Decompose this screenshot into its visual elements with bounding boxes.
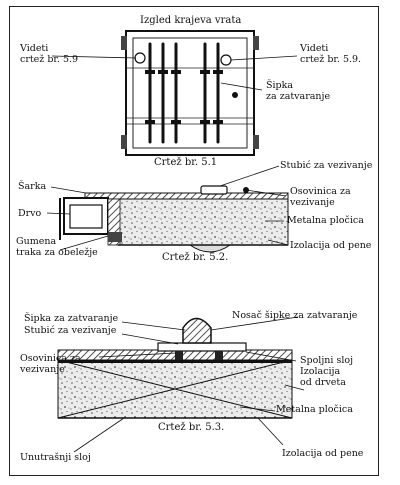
fig1-label-see-left: Videti — [20, 43, 49, 54]
fig3-label-metal-plate: Metalna pločica — [276, 404, 353, 415]
fig2-label-post: Stubić za vezivanje — [280, 160, 373, 171]
fig3-label-pin: Osovinica za — [20, 353, 81, 364]
fig3-label-outer-wood: od drveta — [300, 377, 346, 388]
fig3-label-pin-2: vezivanje — [20, 364, 65, 375]
fig2-label-rubber-2: traka za obeležje — [16, 247, 98, 258]
fig3-label-outer-insulation: Izolacija — [300, 366, 341, 377]
fig2-label-wood: Drvo — [18, 208, 42, 219]
door-end-drawing — [121, 30, 259, 156]
hinge-section-drawing — [59, 185, 289, 253]
fig3-label-locking-bar: Šipka za zatvaranje — [24, 313, 119, 324]
fig1-caption: Crtež br. 5.1 — [154, 157, 218, 168]
fig1-label-see-right: Videti — [300, 43, 329, 54]
fig2-label-foam: Izolacija od pene — [290, 240, 372, 251]
fig1-label-locking-bar: Šipka — [266, 80, 294, 91]
locking-bar-section-drawing — [57, 317, 293, 419]
fig3-caption: Crtež br. 5.3. — [158, 422, 225, 433]
fig3-label-outer-layer: Spoljni sloj — [300, 355, 354, 366]
locking-bars — [148, 42, 220, 144]
fig1-label-see-right-ref: crtež br. 5.9. — [300, 54, 362, 65]
fig2-leader-lines — [46, 165, 289, 251]
fig3-leader-lines — [73, 316, 305, 453]
fig3-label-bar-holder: Nosač šipke za zatvaranje — [232, 310, 358, 321]
fig1-label-locking-bar-2: za zatvaranje — [266, 91, 331, 102]
fig3-label-inner-layer: Unutrašnji sloj — [20, 452, 91, 463]
fig1-label-see-left-ref: crtež br. 5.9 — [20, 54, 79, 65]
fig3-label-post: Stubić za vezivanje — [24, 325, 117, 336]
fig2-label-hinge: Šarka — [18, 181, 47, 192]
fig3-label-foam: Izolacija od pene — [282, 448, 364, 459]
fig2-label-pin-2: vezivanje — [290, 197, 335, 208]
fig1-leader-lines — [51, 55, 298, 91]
page-frame — [9, 6, 379, 476]
fig2-label-pin: Osovinica za — [290, 186, 351, 197]
fig2-label-rubber: Gumena — [16, 236, 57, 247]
fig2-caption: Crtež br. 5.2. — [162, 252, 229, 263]
fig1-title: Izgled krajeva vrata — [140, 15, 242, 26]
fig2-label-metal-plate: Metalna pločica — [287, 215, 364, 226]
